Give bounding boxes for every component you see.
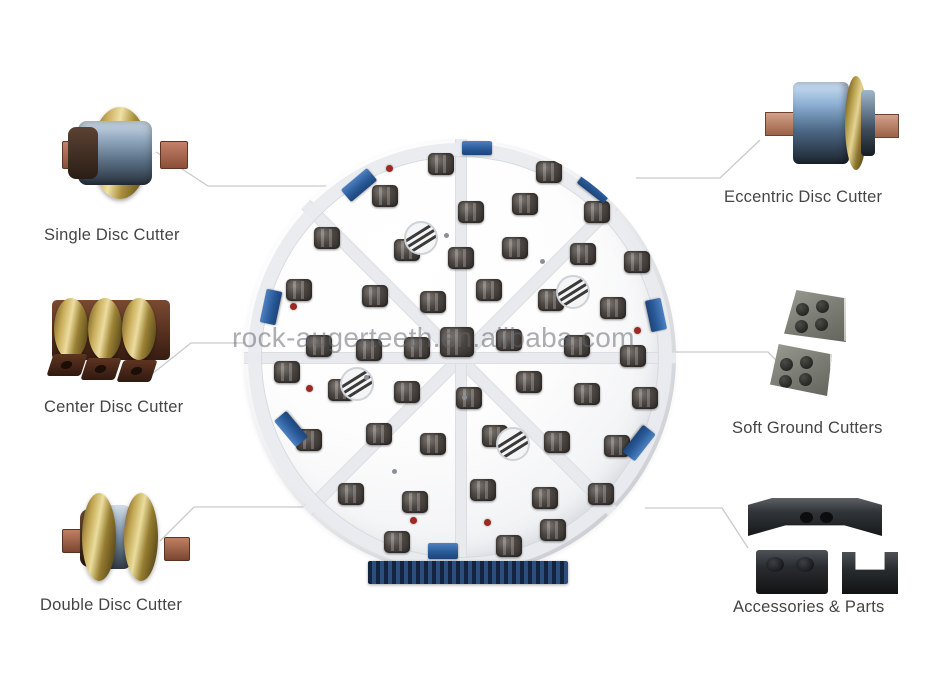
label-single-disc-cutter: Single Disc Cutter: [44, 226, 180, 244]
label-double-disc-cutter: Double Disc Cutter: [40, 596, 183, 614]
product-image-eccentric-disc-cutter[interactable]: [765, 72, 900, 172]
product-image-single-disc-cutter[interactable]: [60, 95, 190, 205]
product-image-accessories-parts[interactable]: [742, 498, 898, 603]
label-center-disc-cutter: Center Disc Cutter: [44, 398, 184, 416]
product-image-center-disc-cutter[interactable]: [44, 292, 184, 392]
label-accessories-parts: Accessories & Parts: [733, 598, 885, 616]
cutterhead-illustration: [238, 133, 683, 588]
cutterhead-support-base: [368, 561, 568, 584]
product-image-soft-ground-cutters[interactable]: [770, 290, 890, 400]
label-eccentric-disc-cutter: Eccentric Disc Cutter: [724, 188, 883, 206]
watermark-text: rock-augerteeth.en.alibaba.com: [232, 322, 635, 353]
label-soft-ground-cutters: Soft Ground Cutters: [732, 419, 883, 437]
product-image-double-disc-cutter[interactable]: [62, 485, 192, 590]
